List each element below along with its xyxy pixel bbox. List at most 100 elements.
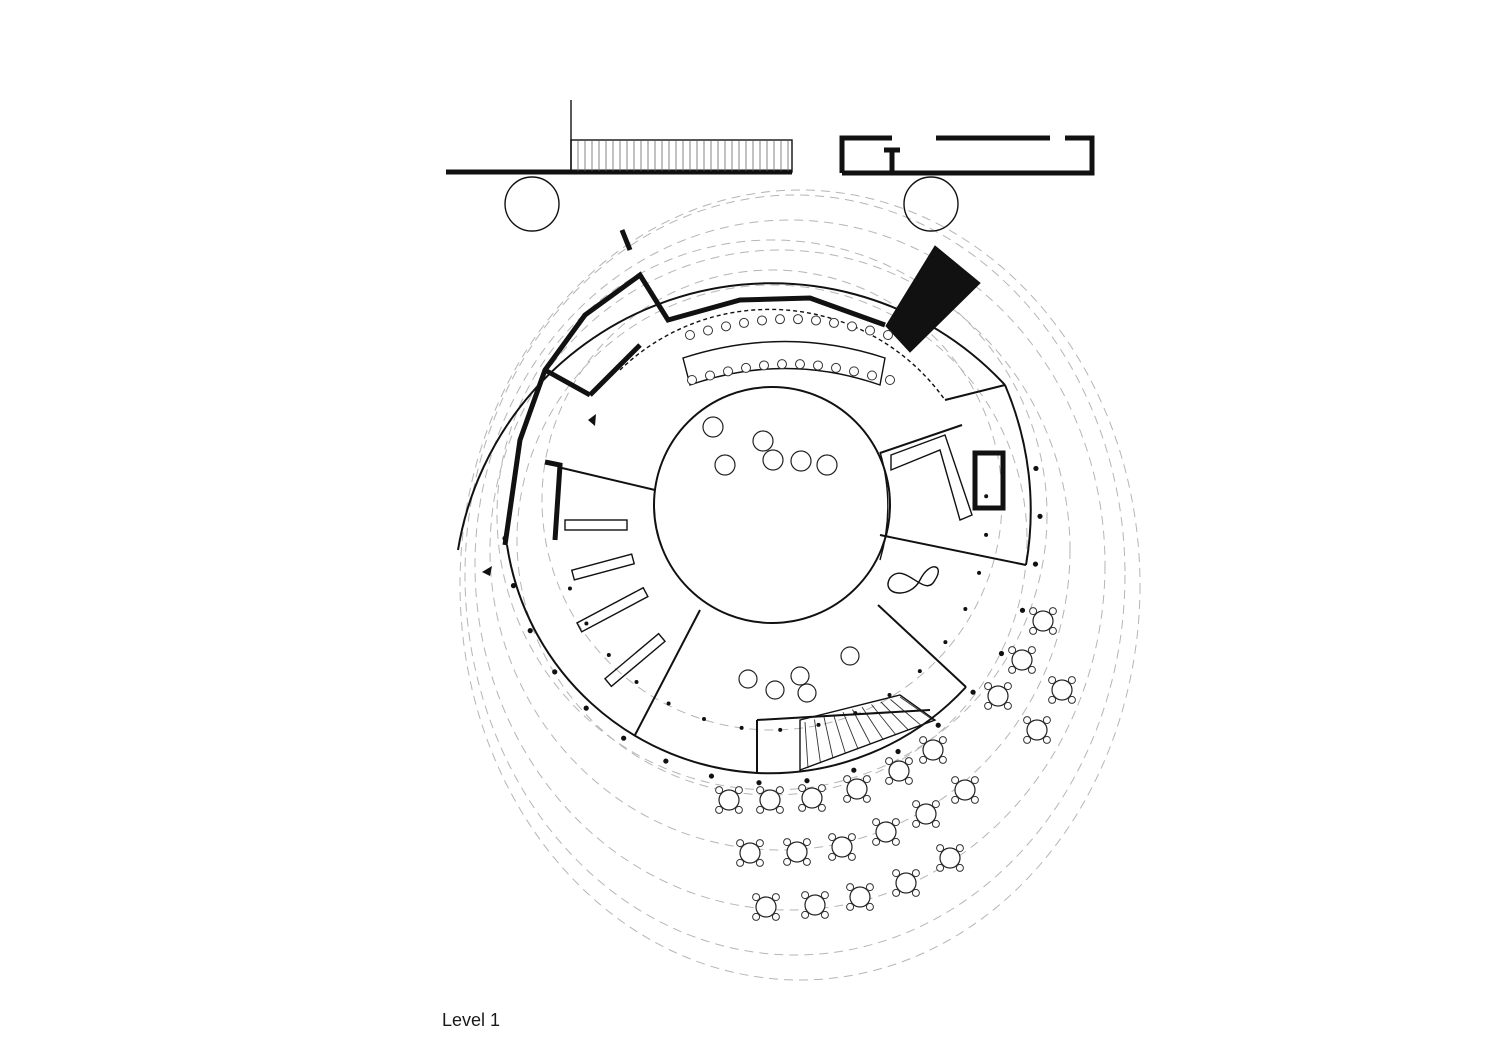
stool [793, 314, 803, 325]
chair [817, 803, 826, 812]
chair [798, 803, 807, 812]
chair [736, 858, 745, 867]
chair [843, 794, 852, 803]
table [786, 841, 808, 863]
chair [931, 819, 940, 828]
table [895, 872, 917, 894]
chair [862, 794, 871, 803]
stool [847, 321, 857, 332]
chair [1042, 735, 1051, 744]
column [970, 689, 976, 695]
chair [802, 857, 811, 866]
chair [715, 805, 724, 814]
table [939, 847, 961, 869]
chair [984, 701, 993, 710]
chair [1048, 607, 1057, 616]
chair [919, 736, 928, 745]
column [621, 735, 627, 741]
stair-tread [804, 721, 809, 769]
stool [775, 314, 785, 325]
column [778, 727, 783, 732]
table [790, 666, 810, 686]
chair [1048, 695, 1057, 704]
chair [1023, 716, 1032, 725]
column [663, 758, 669, 764]
column [963, 607, 968, 612]
site-edge [446, 100, 1095, 232]
chair [1067, 676, 1076, 685]
table [849, 886, 871, 908]
chair [846, 902, 855, 911]
stool [705, 370, 715, 381]
stool [883, 330, 893, 340]
stool [885, 375, 895, 385]
chair [817, 784, 826, 793]
stool [757, 315, 767, 326]
table [875, 821, 897, 843]
stool [829, 317, 839, 328]
chair [847, 833, 856, 842]
column [804, 778, 810, 784]
stool [831, 362, 841, 373]
stool [703, 325, 713, 336]
table [888, 760, 910, 782]
chair [885, 776, 894, 785]
table [954, 779, 976, 801]
chair [756, 786, 765, 795]
column [708, 773, 715, 779]
chair [1008, 646, 1017, 655]
table [790, 450, 812, 472]
table [1051, 679, 1073, 701]
stool [685, 330, 695, 340]
column [552, 669, 558, 675]
table [915, 803, 937, 825]
stool [795, 359, 805, 370]
column [977, 570, 982, 575]
column [943, 640, 948, 645]
chair [771, 912, 780, 921]
chair [1048, 626, 1057, 635]
chair [938, 755, 947, 764]
chair [951, 776, 960, 785]
chair [1067, 695, 1076, 704]
stair-tread [842, 711, 859, 749]
column [502, 535, 508, 541]
chair [912, 800, 921, 809]
level-caption: Level 1 [442, 1010, 501, 1030]
table [738, 669, 758, 689]
chair [820, 891, 829, 900]
chair [752, 912, 761, 921]
chair [970, 795, 979, 804]
furniture [685, 314, 1076, 921]
chair [801, 891, 810, 900]
chair [734, 805, 743, 814]
table [762, 449, 784, 471]
column [702, 716, 707, 721]
chair [936, 844, 945, 853]
stair-tread [871, 704, 896, 735]
chair [756, 805, 765, 814]
chair [828, 852, 837, 861]
stool [849, 366, 859, 377]
column [756, 780, 762, 786]
stool [759, 360, 769, 371]
chair [1029, 607, 1038, 616]
chair [955, 844, 964, 853]
table [739, 842, 761, 864]
table [755, 896, 777, 918]
chair [892, 888, 901, 897]
table [702, 416, 724, 438]
chair [775, 786, 784, 795]
north-arrow-icon [482, 414, 596, 576]
table [1032, 610, 1054, 632]
chair [891, 837, 900, 846]
chair [1003, 701, 1012, 710]
column [1033, 465, 1039, 472]
chair [911, 888, 920, 897]
chair [931, 800, 940, 809]
stair-tread [833, 714, 846, 754]
column [1019, 607, 1026, 613]
column [584, 621, 589, 626]
stool [739, 317, 749, 328]
chair [775, 805, 784, 814]
